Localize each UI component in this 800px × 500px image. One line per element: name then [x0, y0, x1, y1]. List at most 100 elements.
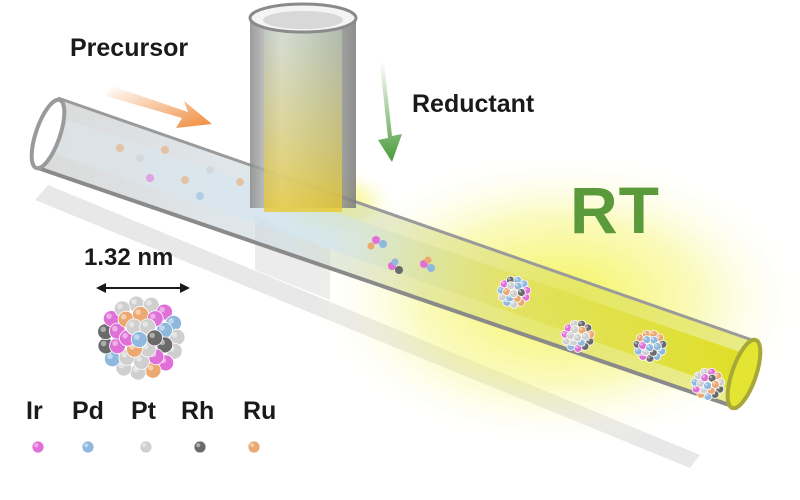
reductant-arrow	[372, 62, 402, 162]
tube-clusters	[496, 275, 726, 401]
atom-highlight	[571, 321, 575, 325]
atom-highlight	[146, 300, 152, 306]
precursor-molecules	[116, 144, 244, 200]
atom-highlight	[640, 342, 643, 346]
atom-highlight	[568, 332, 571, 336]
atom	[516, 288, 526, 297]
cluster-size-label: 1.32 nm	[84, 244, 174, 271]
atom-highlight	[646, 345, 650, 348]
atom	[130, 331, 148, 348]
atom-highlight	[34, 443, 39, 448]
atom-highlight	[507, 277, 511, 281]
atom-highlight	[107, 353, 113, 360]
atom	[700, 373, 710, 383]
atom-highlight	[135, 309, 141, 315]
atom-highlight	[106, 313, 112, 319]
atom-highlight	[574, 335, 578, 338]
atom-highlight	[572, 327, 575, 330]
atom-highlight	[718, 379, 722, 383]
temperature-label: RT	[570, 173, 660, 247]
atom-highlight	[150, 313, 156, 320]
atom-highlight	[142, 443, 147, 448]
atom	[580, 332, 590, 341]
atom-highlight	[168, 318, 174, 324]
atom-highlight	[149, 332, 155, 339]
atom-highlight	[122, 332, 128, 339]
atom-highlight	[100, 326, 107, 333]
atom-highlight	[250, 443, 255, 448]
atom-highlight	[643, 349, 647, 353]
atom-highlight	[660, 341, 664, 345]
atom-highlight	[498, 287, 502, 291]
reductant-label: Reductant	[412, 90, 535, 118]
atom-highlight	[518, 289, 522, 293]
atom	[645, 343, 654, 353]
atom-highlight	[712, 381, 716, 385]
atom-highlight	[142, 321, 149, 328]
main-tube-bottom-edge	[37, 166, 739, 410]
atom-highlight	[657, 335, 661, 339]
atom-highlight	[112, 340, 118, 347]
atom-highlight	[709, 375, 713, 379]
atom	[31, 440, 45, 454]
tube-inlet	[29, 97, 67, 171]
atom-highlight	[159, 325, 165, 331]
precursor-arrow	[106, 86, 212, 128]
precursor-label: Precursor	[70, 34, 189, 62]
atom-highlight	[579, 321, 582, 325]
atom-highlight	[511, 301, 515, 305]
atom-highlight	[701, 387, 705, 391]
atom-highlight	[147, 365, 154, 371]
atom-highlight	[701, 369, 705, 373]
atom-highlight	[635, 348, 639, 352]
atom	[509, 289, 518, 299]
small-clusters	[367, 236, 435, 274]
atom-highlight	[117, 303, 123, 310]
atom	[506, 281, 516, 291]
atom-highlight	[196, 443, 201, 448]
atom-highlight	[128, 321, 135, 328]
atom-highlight	[504, 288, 507, 292]
atom-highlight	[507, 295, 511, 299]
tube-outlet	[725, 337, 763, 411]
atom-highlight	[698, 380, 701, 384]
atom	[703, 381, 712, 391]
atom-highlight	[562, 331, 566, 335]
atom-highlight	[571, 339, 575, 343]
atom-highlight	[709, 369, 712, 373]
atom-highlight	[515, 283, 519, 287]
main-tube-top-edge	[57, 96, 753, 342]
atom-highlight	[524, 287, 528, 291]
atom-highlight	[171, 331, 178, 338]
vertical-tube-opening-inner	[263, 11, 343, 29]
atom	[81, 440, 95, 454]
atom-highlight	[702, 375, 705, 378]
atom-highlight	[715, 373, 719, 377]
atom	[710, 380, 720, 389]
atom-highlight	[704, 383, 708, 386]
element-label-ir: Ir	[26, 397, 43, 425]
atom-highlight	[112, 325, 118, 332]
atom-highlight	[510, 291, 514, 294]
atom-highlight	[575, 345, 579, 349]
atom-highlight	[692, 379, 696, 383]
atom-highlight	[121, 352, 128, 358]
atom-highlight	[84, 443, 89, 448]
featured-cluster	[97, 295, 186, 381]
atom	[573, 333, 582, 343]
atom-highlight	[515, 277, 518, 281]
element-label-ru: Ru	[243, 397, 277, 425]
atom-highlight	[136, 356, 142, 362]
atom	[146, 329, 163, 347]
atom-highlight	[508, 283, 511, 286]
atom-highlight	[159, 306, 165, 313]
element-label-pd: Pd	[72, 397, 104, 425]
atom-highlight	[588, 331, 592, 335]
atom-highlight	[579, 327, 583, 331]
atom-highlight	[134, 334, 140, 340]
atom-highlight	[585, 325, 589, 329]
atom-highlight	[705, 393, 709, 397]
vertical-tube-inner	[264, 26, 342, 212]
